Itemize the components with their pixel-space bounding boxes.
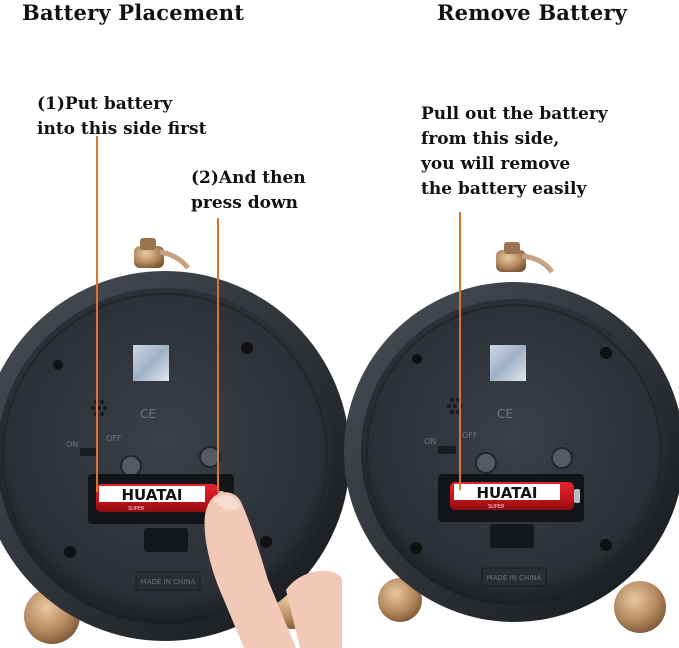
left-off-label: OFF	[106, 434, 122, 443]
left-label-plate	[135, 571, 201, 591]
left-battery-sub: SUPER	[128, 506, 145, 512]
left-battery: HUATAI SUPER	[96, 484, 224, 512]
right-on-label: ON	[424, 437, 436, 446]
right-foot-1	[378, 578, 422, 622]
right-battery-brand: HUATAI	[477, 484, 538, 502]
left-hologram-sticker	[133, 345, 169, 381]
right-stand-slot	[490, 524, 534, 548]
right-ce-mark: CE	[497, 407, 513, 421]
left-step1-line-1: (1)Put battery	[37, 94, 173, 114]
left-alarm-knob	[120, 455, 142, 477]
right-label-plate	[481, 567, 547, 587]
right-note-line-2: from this side,	[421, 129, 560, 149]
left-stand-slot	[144, 528, 188, 552]
right-time-knob	[551, 447, 573, 469]
left-time-knob	[199, 446, 221, 468]
left-clock: CE ON OFF HUATAI SUPER MADE IN CHINA	[0, 136, 350, 648]
left-made-in: MADE IN CHINA	[141, 578, 196, 586]
right-battery: HUATAI SUPER	[450, 482, 580, 510]
right-foot-2	[614, 581, 666, 633]
right-made-in: MADE IN CHINA	[487, 574, 542, 582]
left-on-off-switch	[80, 448, 98, 456]
left-battery-brand: HUATAI	[122, 486, 183, 504]
right-hologram-sticker	[490, 345, 526, 381]
right-hanger	[496, 242, 555, 274]
left-panel-title: Battery Placement	[22, 0, 245, 25]
left-ce-mark: CE	[140, 407, 156, 421]
left-hanger	[134, 238, 190, 270]
right-removal-note: Pull out the battery from this side, you…	[421, 102, 608, 202]
right-battery-sub: SUPER	[488, 504, 505, 510]
left-step1-note: (1)Put battery into this side first	[37, 92, 206, 142]
right-on-off-switch	[438, 446, 456, 454]
finger-illustration	[204, 492, 342, 648]
left-step2-line-1: (2)And then	[191, 168, 306, 188]
left-on-label: ON	[66, 440, 78, 449]
right-panel-title: Remove Battery	[437, 0, 628, 25]
left-step1-line-2: into this side first	[37, 119, 207, 139]
right-note-line-3: you will remove	[421, 154, 571, 174]
right-clock-back	[361, 299, 667, 605]
right-note-line-4: the battery easily	[421, 179, 587, 199]
right-off-label: OFF	[462, 431, 478, 440]
right-clock: CE ON OFF HUATAI SUPER MADE IN CHINA	[344, 212, 679, 633]
left-step2-line-2: press down	[191, 193, 298, 213]
right-note-line-1: Pull out the battery	[421, 104, 608, 124]
left-step2-note: (2)And then press down	[191, 166, 306, 216]
right-alarm-knob	[475, 452, 497, 474]
